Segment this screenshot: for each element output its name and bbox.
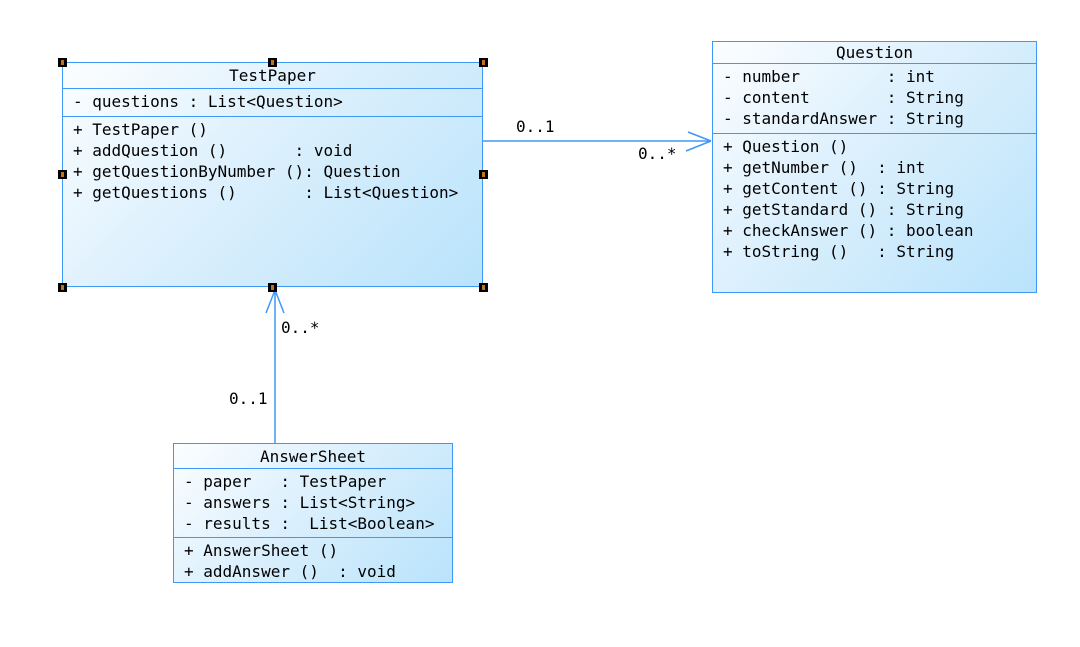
- selection-handle-n[interactable]: [268, 58, 277, 67]
- multiplicity-label-question-end[interactable]: 0..*: [638, 144, 677, 163]
- methods-compartment: + Question () + getNumber () : int + get…: [713, 134, 1036, 292]
- selection-handle-nw[interactable]: [58, 58, 67, 67]
- method-row[interactable]: + AnswerSheet (): [184, 541, 339, 560]
- selection-handle-se[interactable]: [479, 283, 488, 292]
- attribute-row[interactable]: - standardAnswer : String: [723, 109, 964, 128]
- class-title[interactable]: AnswerSheet: [174, 444, 452, 469]
- attribute-row[interactable]: - results : List<Boolean>: [184, 514, 435, 533]
- attribute-row[interactable]: - content : String: [723, 88, 964, 107]
- method-row[interactable]: + getStandard () : String: [723, 200, 964, 219]
- association-testpaper-question[interactable]: [483, 131, 712, 152]
- selection-handle-ne[interactable]: [479, 58, 488, 67]
- open-arrowhead-icon: [685, 131, 712, 152]
- class-title[interactable]: Question: [713, 42, 1036, 64]
- multiplicity-label-testpaper-end[interactable]: 0..1: [516, 117, 555, 136]
- attribute-row[interactable]: - number : int: [723, 67, 935, 86]
- selection-handle-w[interactable]: [58, 170, 67, 179]
- class-box-answersheet[interactable]: AnswerSheet - paper : TestPaper - answer…: [173, 443, 453, 583]
- multiplicity-label-testpaper-bottom-end[interactable]: 0..*: [281, 318, 320, 337]
- method-row[interactable]: + getQuestionByNumber (): Question: [73, 162, 401, 181]
- selection-handle-sw[interactable]: [58, 283, 67, 292]
- method-row[interactable]: + getQuestions () : List<Question>: [73, 183, 459, 202]
- attribute-row[interactable]: - answers : List<String>: [184, 493, 416, 512]
- association-answersheet-testpaper[interactable]: [265, 289, 285, 443]
- class-title[interactable]: TestPaper: [63, 63, 482, 89]
- attribute-row[interactable]: - paper : TestPaper: [184, 472, 387, 491]
- method-row[interactable]: + addQuestion () : void: [73, 141, 353, 160]
- methods-compartment: + AnswerSheet () + addAnswer () : void: [174, 538, 452, 582]
- class-box-question[interactable]: Question - number : int - content : Stri…: [712, 41, 1037, 293]
- methods-compartment: + TestPaper () + addQuestion () : void +…: [63, 117, 482, 286]
- attributes-compartment: - paper : TestPaper - answers : List<Str…: [174, 469, 452, 538]
- class-box-testpaper[interactable]: TestPaper - questions : List<Question> +…: [62, 62, 483, 287]
- attribute-row[interactable]: - questions : List<Question>: [73, 92, 343, 111]
- multiplicity-label-answersheet-end[interactable]: 0..1: [229, 389, 268, 408]
- method-row[interactable]: + addAnswer () : void: [184, 562, 396, 581]
- method-row[interactable]: + toString () : String: [723, 242, 955, 261]
- selection-handle-e[interactable]: [479, 170, 488, 179]
- method-row[interactable]: + getContent () : String: [723, 179, 955, 198]
- method-row[interactable]: + getNumber () : int: [723, 158, 926, 177]
- attributes-compartment: - questions : List<Question>: [63, 89, 482, 117]
- method-row[interactable]: + TestPaper (): [73, 120, 208, 139]
- attributes-compartment: - number : int - content : String - stan…: [713, 64, 1036, 134]
- method-row[interactable]: + Question (): [723, 137, 849, 156]
- open-arrowhead-icon: [265, 289, 285, 314]
- selection-handle-s[interactable]: [268, 283, 277, 292]
- method-row[interactable]: + checkAnswer () : boolean: [723, 221, 974, 240]
